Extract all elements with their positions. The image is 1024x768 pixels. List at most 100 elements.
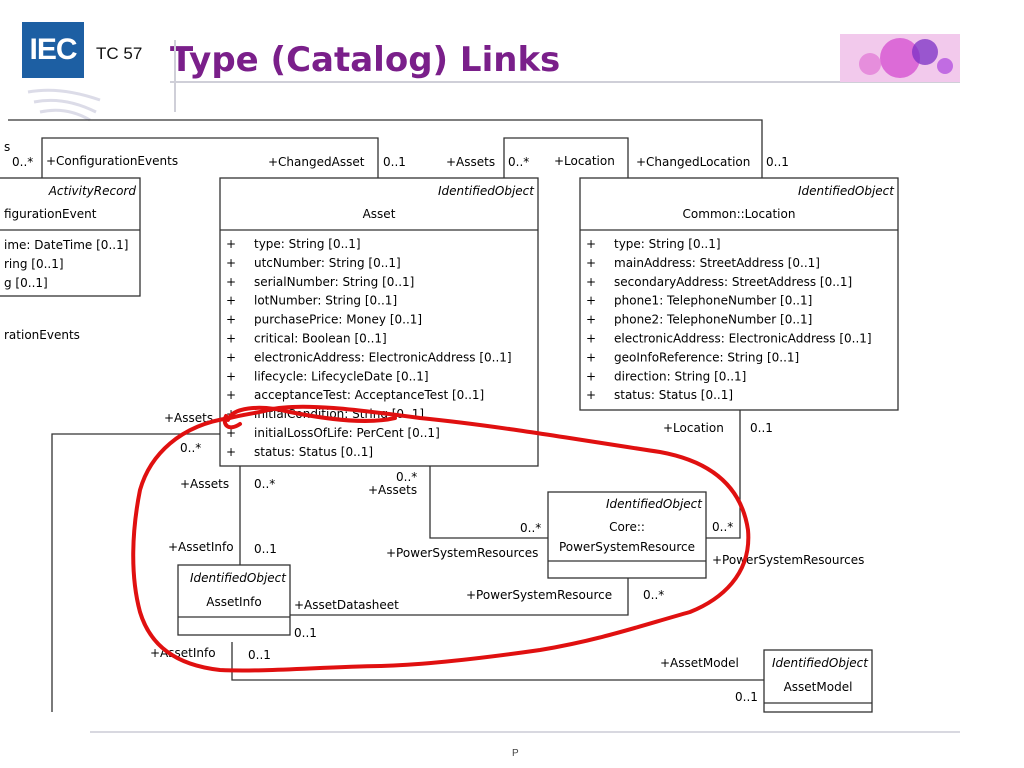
assoc-label: +ChangedAsset <box>268 155 365 169</box>
attribute-row: lifecycle: LifecycleDate [0..1] <box>254 369 429 383</box>
assoc-multiplicity: 0..* <box>12 155 33 169</box>
attribute-visibility: + <box>586 388 596 402</box>
iec-watermark <box>27 88 101 122</box>
assoc-label: +ConfigurationEvents <box>46 154 178 168</box>
attribute-row: acceptanceTest: AcceptanceTest [0..1] <box>254 388 484 402</box>
asset-stereotype: IdentifiedObject <box>438 184 535 198</box>
attribute-row: type: String [0..1] <box>614 237 721 251</box>
attribute-visibility: + <box>586 256 596 270</box>
assoc-label: +Location <box>554 154 615 168</box>
attribute-visibility: + <box>586 350 596 364</box>
assetinfo-stereotype: IdentifiedObject <box>190 571 287 585</box>
psr-name-line1: Core:: <box>609 520 645 534</box>
attribute-visibility: + <box>586 313 596 327</box>
attribute-row: utcNumber: String [0..1] <box>254 256 401 270</box>
assoc-multiplicity: 0..* <box>508 155 529 169</box>
attribute-row: serialNumber: String [0..1] <box>254 275 414 289</box>
attribute-visibility: + <box>226 275 236 289</box>
assoc-multiplicity: 0..* <box>712 520 733 534</box>
activity-record-attr: ime: DateTime [0..1] <box>4 238 128 252</box>
assoc-multiplicity: 0..* <box>396 470 417 484</box>
location-stereotype: IdentifiedObject <box>798 184 895 198</box>
assoc-multiplicity: 0..* <box>180 441 201 455</box>
attribute-visibility: + <box>226 313 236 327</box>
attribute-visibility: + <box>226 256 236 270</box>
assoc-multiplicity: 0..1 <box>254 542 277 556</box>
assoc-multiplicity: 0..* <box>254 477 275 491</box>
location-attributes: + type: String [0..1] + mainAddress: Street… <box>586 237 872 402</box>
attribute-row: mainAddress: StreetAddress [0..1] <box>614 256 820 270</box>
attribute-visibility: + <box>226 426 236 440</box>
assoc-multiplicity: 0..1 <box>248 648 271 662</box>
iec-logo: IEC <box>22 22 84 78</box>
assoc-label: +Assets <box>368 483 417 497</box>
attribute-row: type: String [0..1] <box>254 237 361 251</box>
attribute-row: status: Status [0..1] <box>614 388 733 402</box>
tc-label: TC 57 <box>96 44 143 63</box>
assoc-multiplicity: 0..* <box>643 588 664 602</box>
attribute-row: phone2: TelephoneNumber [0..1] <box>614 313 812 327</box>
location-name: Common::Location <box>683 207 796 221</box>
activity-record-attr: g [0..1] <box>4 276 48 290</box>
attribute-visibility: + <box>226 350 236 364</box>
attribute-row: status: Status [0..1] <box>254 445 373 459</box>
attribute-visibility: + <box>586 275 596 289</box>
activity-record-stereotype: ActivityRecord <box>48 184 137 198</box>
red-annotation <box>131 404 751 673</box>
attribute-visibility: + <box>226 445 236 459</box>
attribute-visibility: + <box>586 332 596 346</box>
attribute-visibility: + <box>226 294 236 308</box>
psr-stereotype: IdentifiedObject <box>606 497 703 511</box>
assoc-label: +Assets <box>180 477 229 491</box>
header-decoration-image <box>840 34 960 82</box>
assoc-multiplicity: 0..1 <box>735 690 758 704</box>
assoc-label: +AssetDatasheet <box>294 598 399 612</box>
assoc-label: s <box>4 140 10 154</box>
attribute-row: critical: Boolean [0..1] <box>254 332 387 346</box>
assoc-label: +PowerSystemResources <box>712 553 864 567</box>
attribute-row: phone1: TelephoneNumber [0..1] <box>614 294 812 308</box>
asset-attributes: + type: String [0..1] + utcNumber: String [… <box>226 237 512 459</box>
attribute-visibility: + <box>586 237 596 251</box>
assoc-multiplicity: 0..1 <box>294 626 317 640</box>
attribute-visibility: + <box>226 332 236 346</box>
assoc-multiplicity: 0..1 <box>766 155 789 169</box>
connector-lines <box>8 119 764 712</box>
assoc-label: +AssetModel <box>660 656 739 670</box>
activity-record-attr: ring [0..1] <box>4 257 64 271</box>
psr-class: IdentifiedObject Core:: PowerSystemResou… <box>547 491 707 579</box>
assoc-label: +ChangedLocation <box>636 155 750 169</box>
assetmodel-name: AssetModel <box>784 680 853 694</box>
attribute-row: initialCondition: String [0..1] <box>254 407 424 421</box>
slide-title: Type (Catalog) Links <box>170 40 561 80</box>
assoc-label: +Assets <box>164 411 213 425</box>
attribute-visibility: + <box>586 294 596 308</box>
asset-name: Asset <box>363 207 396 221</box>
attribute-visibility: + <box>226 237 236 251</box>
attribute-row: electronicAddress: ElectronicAddress [0.… <box>254 350 512 364</box>
assetinfo-name: AssetInfo <box>206 595 262 609</box>
assetmodel-stereotype: IdentifiedObject <box>772 656 869 670</box>
assoc-label: +PowerSystemResources <box>386 546 538 560</box>
attribute-row: lotNumber: String [0..1] <box>254 294 397 308</box>
attribute-visibility: + <box>226 369 236 383</box>
attribute-row: initialLossOfLife: PerCent [0..1] <box>254 426 440 440</box>
assoc-multiplicity: 0..* <box>520 521 541 535</box>
assoc-label: +Assets <box>446 155 495 169</box>
assetinfo-class: IdentifiedObject AssetInfo <box>177 564 291 636</box>
attribute-row: purchasePrice: Money [0..1] <box>254 313 422 327</box>
attribute-visibility: + <box>226 388 236 402</box>
assoc-multiplicity: 0..1 <box>750 421 773 435</box>
association-labels: s 0..* +ConfigurationEvents +ChangedAsse… <box>4 140 864 704</box>
attribute-row: secondaryAddress: StreetAddress [0..1] <box>614 275 852 289</box>
assoc-label: rationEvents <box>4 328 80 342</box>
psr-name-line2: PowerSystemResource <box>559 540 695 554</box>
attribute-row: direction: String [0..1] <box>614 369 746 383</box>
page-marker: P <box>512 748 519 759</box>
assoc-label: +PowerSystemResource <box>466 588 612 602</box>
location-class: IdentifiedObject Common::Location + type:… <box>579 177 899 411</box>
assoc-label: +AssetInfo <box>168 540 234 554</box>
assetmodel-class: IdentifiedObject AssetModel <box>763 649 873 713</box>
